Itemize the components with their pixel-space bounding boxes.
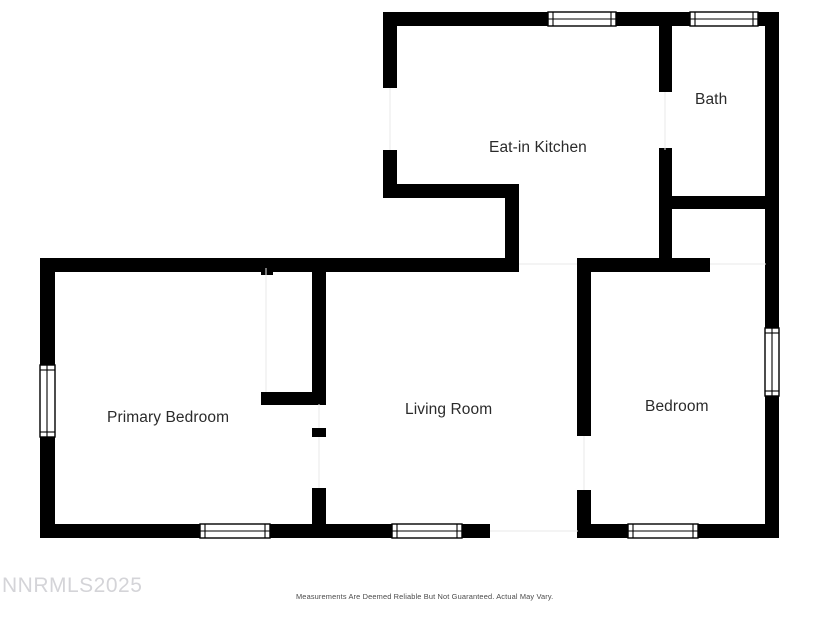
wall-lower-top-left [40,258,519,272]
wall-kitchen-left-upper [383,12,397,88]
wall-right-exterior-lower-b [765,396,779,538]
wall-lower-top-bedroom [577,258,710,272]
room-label-bedroom: Bedroom [645,398,709,415]
window-bedroom-right [764,327,780,397]
room-label-primary-bedroom: Primary Bedroom [107,409,230,426]
wall-bath-left-mid [659,148,672,210]
window-bath-top [689,11,759,27]
wall-left-exterior-lower [40,437,55,538]
doorways-group [265,88,766,532]
wall-bottom-mid-left [268,524,394,538]
wall-kitchen-bottom-step [383,184,519,198]
wall-top-kitchen-left [386,12,548,26]
wall-right-exterior-upper [765,12,779,330]
wall-closet-bottom [261,392,326,405]
mls-watermark: NNRMLS2025 [2,574,143,597]
wall-primary-divider-stub [312,428,326,437]
wall-bottom-right [696,524,779,538]
room-label-eat-in-kitchen: Eat-in Kitchen [489,139,587,156]
wall-bedroom-divider-lower [577,490,591,538]
wall-primary-divider-lower [312,488,326,538]
wall-kitchen-right-drop [505,184,519,260]
wall-bath-bottom [659,196,778,209]
wall-bath-left-upper [659,22,672,92]
wall-closet-corner [261,392,273,405]
window-bedroom-bottom [627,523,699,539]
room-label-bath: Bath [695,91,728,108]
wall-closet-top-stub [261,265,273,275]
wall-right-exterior-lower-a [765,258,779,330]
windows-group [39,11,780,539]
wall-bedroom-divider-upper [577,258,591,436]
wall-bottom-mid [460,524,490,538]
window-kitchen-top [547,11,617,27]
measurements-disclaimer: Measurements Are Deemed Reliable But Not… [296,592,554,601]
window-primary-bottom [199,523,271,539]
walls-lower-wing [40,258,779,538]
wall-bath-left-lower [659,196,672,266]
room-label-living-room: Living Room [405,401,493,418]
walls-upper-wing [383,12,779,330]
wall-top-between-windows [616,12,690,26]
wall-primary-divider-upper [312,258,326,404]
window-primary-left [39,364,56,438]
window-living-bottom [391,523,463,539]
wall-left-exterior-upper [40,258,55,365]
wall-bottom-left [40,524,202,538]
